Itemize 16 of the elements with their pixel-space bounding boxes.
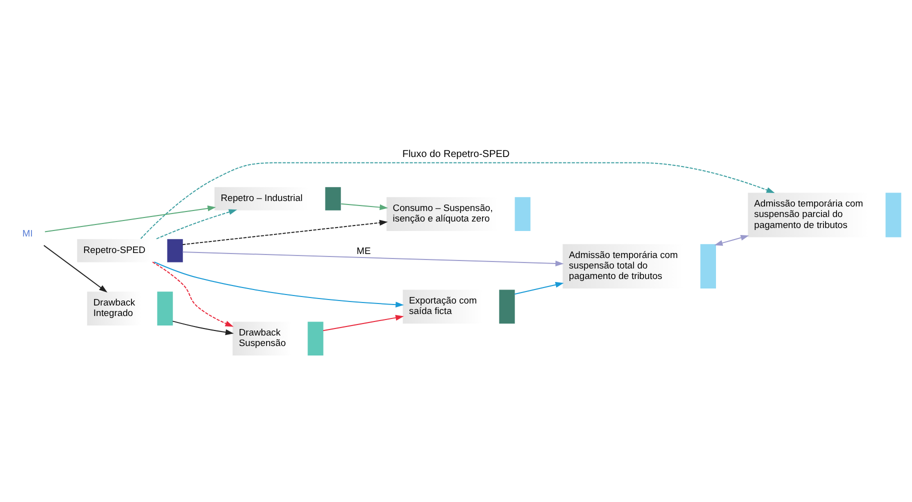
arrow [140,162,775,240]
arrow [152,262,234,327]
arrow [44,206,216,232]
arrow [322,314,404,332]
edge-label: ME [356,246,371,256]
arrow [182,252,564,266]
arrow [156,209,238,240]
arrow [714,234,749,246]
arrow [514,282,564,295]
arrow [182,220,388,246]
arrow [43,244,108,293]
node-text: MI [22,228,33,238]
diagram-title: Fluxo do Repetro-SPED [402,149,510,160]
arrow [154,261,404,308]
arrow [172,320,234,336]
arrow [340,203,388,210]
